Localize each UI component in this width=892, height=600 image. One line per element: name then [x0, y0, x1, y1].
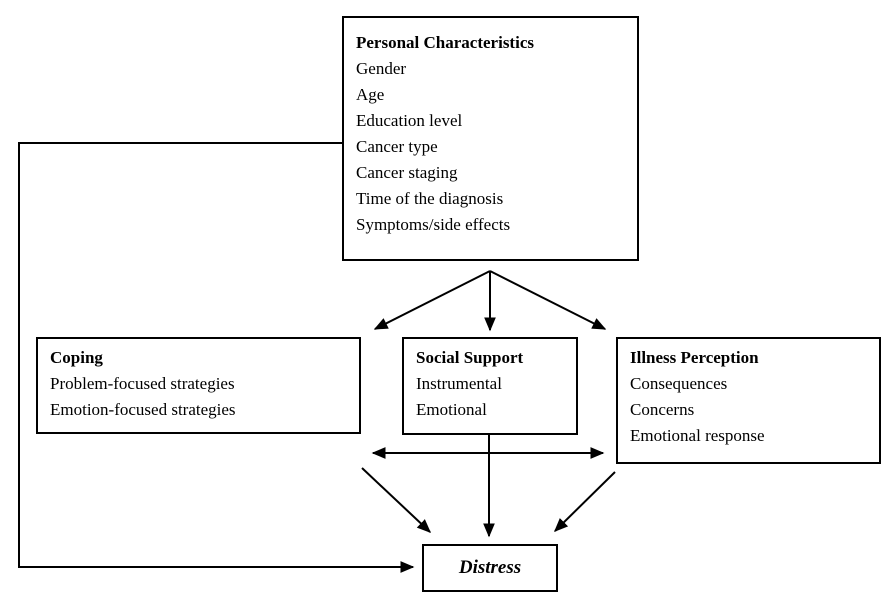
coping-title: Coping — [50, 348, 103, 367]
personal-item-gender: Gender — [356, 59, 407, 78]
coping-item-problem-focused: Problem-focused strategies — [50, 374, 235, 393]
illness-perception-item-emotional-response: Emotional response — [630, 426, 765, 445]
personal-item-age: Age — [356, 85, 385, 104]
personal-characteristics-title: Personal Characteristics — [356, 33, 534, 52]
personal-item-cancer-staging: Cancer staging — [356, 163, 458, 182]
illness-perception-box: Illness Perception Consequences Concerns… — [616, 337, 881, 464]
social-support-item-instrumental: Instrumental — [416, 374, 502, 393]
social-support-box: Social Support Instrumental Emotional — [402, 337, 578, 435]
arrow-illness-perception-to-distress — [554, 471, 616, 532]
social-support-item-emotional: Emotional — [416, 400, 487, 419]
social-support-title: Social Support — [416, 348, 524, 367]
distress-title: Distress — [458, 557, 522, 578]
personal-item-cancer-type: Cancer type — [356, 137, 438, 156]
arrow-personal-to-distress — [18, 142, 415, 573]
coping-box: Coping Problem-focused strategies Emotio… — [36, 337, 361, 434]
arrows — [18, 142, 616, 573]
arrow-personal-to-illness-perception — [489, 270, 607, 330]
personal-item-time-of-diagnosis: Time of the diagnosis — [356, 189, 504, 208]
personal-item-education-level: Education level — [356, 111, 463, 130]
illness-perception-title: Illness Perception — [630, 348, 759, 367]
arrow-coping-to-distress — [361, 467, 432, 533]
distress-box: Distress — [422, 544, 558, 592]
illness-perception-item-consequences: Consequences — [630, 374, 728, 393]
personal-item-symptoms-side-effects: Symptoms/side effects — [356, 215, 511, 234]
arrow-personal-to-coping — [373, 270, 491, 330]
illness-perception-item-concerns: Concerns — [630, 400, 695, 419]
personal-characteristics-box: Personal Characteristics Gender Age Educ… — [342, 16, 639, 261]
coping-item-emotion-focused: Emotion-focused strategies — [50, 400, 236, 419]
